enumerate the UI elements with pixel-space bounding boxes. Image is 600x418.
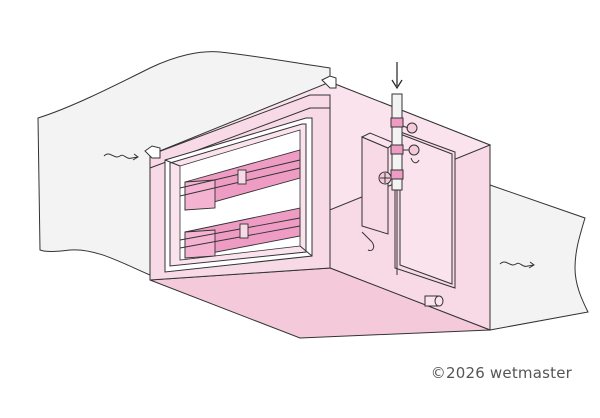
valve-handle-upper — [406, 122, 418, 134]
water-supply — [378, 93, 420, 275]
mounting-tab-right — [321, 75, 337, 89]
side-access-panel — [394, 129, 456, 289]
water-inlet-arrow-icon — [391, 62, 403, 90]
drain-fitting — [424, 295, 444, 307]
control-box — [360, 132, 395, 251]
valve-handle-middle — [408, 144, 420, 156]
copyright-notice: ©2026 wetmaster — [430, 364, 572, 382]
duct-airflow-right — [499, 261, 535, 269]
outlet-duct — [489, 184, 589, 331]
airflow-arrow-icon — [499, 261, 535, 269]
airflow-arrow-icon — [103, 153, 139, 161]
mounting-tab-left — [144, 145, 161, 159]
duct-airflow-left — [103, 153, 139, 161]
humidifying-elements — [179, 149, 301, 259]
inlet-duct — [37, 51, 331, 276]
